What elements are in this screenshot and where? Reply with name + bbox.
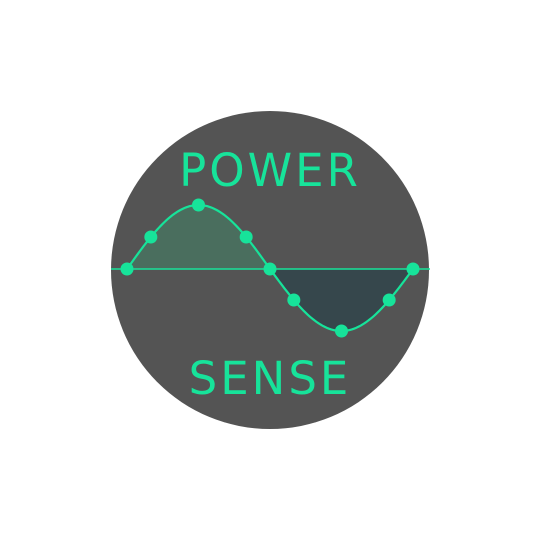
positive-half-cycle-fill <box>127 205 270 269</box>
sample-dot <box>382 293 396 307</box>
sample-dot <box>287 293 301 307</box>
sample-dot <box>263 262 277 276</box>
logo-word-power: POWER <box>179 144 361 197</box>
negative-half-cycle-fill <box>270 269 413 331</box>
sample-points <box>120 198 420 338</box>
sample-dot <box>144 230 158 244</box>
sample-dot <box>192 198 205 212</box>
logo-word-sense: SENSE <box>189 352 352 405</box>
sample-dot <box>239 230 253 244</box>
sample-dot <box>120 262 134 276</box>
sample-dot <box>406 262 420 276</box>
sample-dot <box>335 324 348 338</box>
